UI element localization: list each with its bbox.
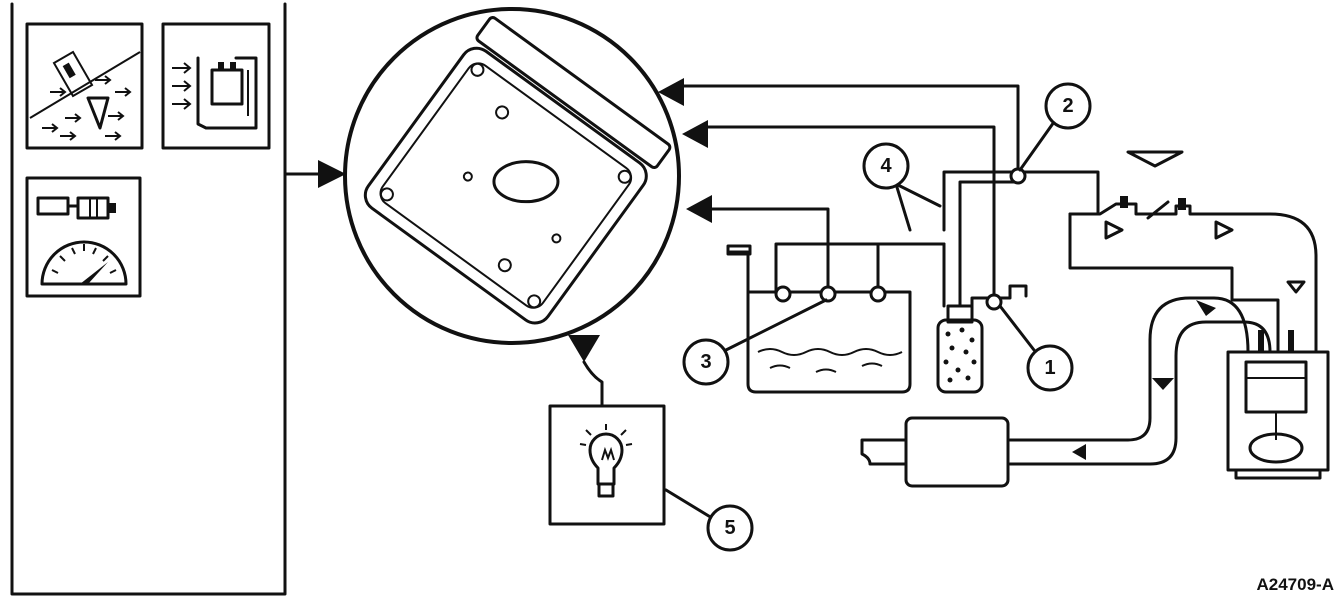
module-input-arrows [568,78,712,362]
callout-2: 2 [1018,82,1092,172]
sensor-tile [25,22,144,150]
speedometer-tile [25,176,142,298]
fuel-tank [726,242,946,394]
input-arrow [283,160,346,188]
warning-lamp-icon [579,424,633,498]
airflow-meter-icon [172,56,258,130]
muffler-icon [860,416,1010,488]
callout-4: 4 [862,142,942,232]
canister-icon [936,304,984,394]
callout-5: 5 [664,488,754,552]
engine [1226,330,1330,480]
exhaust [860,296,1272,488]
engine-icon [1226,330,1330,480]
callout-3-label: 3 [700,351,711,373]
warning-lamp-box [548,404,666,526]
intake-lines [942,150,1318,352]
callout-5-label: 5 [724,517,735,539]
callout-1: 1 [998,304,1074,392]
figure-code: A24709-A [1257,575,1335,594]
control-module-icon [363,16,672,325]
callout-1-label: 1 [1044,357,1055,379]
canister [936,180,1028,394]
callout-3: 3 [682,298,828,386]
speedometer-icon [36,196,128,286]
airflow-meter-tile [161,22,271,150]
control-module [343,7,681,345]
signal-lines [582,84,1020,408]
callout-2-label: 2 [1062,95,1073,117]
fuel-tank-icon [726,244,912,394]
input-panel [10,2,287,596]
sensor-icon [29,50,141,141]
callout-4-label: 4 [880,155,892,177]
